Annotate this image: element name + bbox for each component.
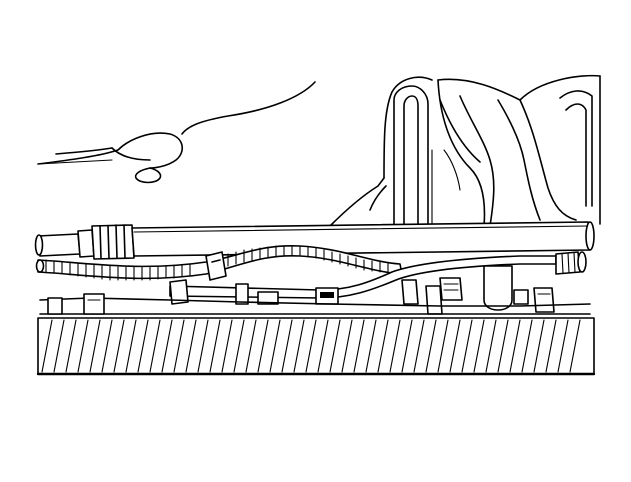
radiator-fin — [533, 319, 545, 373]
intake-duct-structure — [329, 74, 601, 227]
radiator-fin — [281, 319, 293, 373]
radiator-fin — [221, 319, 233, 373]
radiator-fin — [209, 319, 221, 373]
radiator-fin — [341, 319, 353, 373]
radiator-core — [36, 317, 596, 376]
radiator-fin — [449, 319, 461, 373]
radiator-fin — [365, 319, 377, 373]
radiator-fin — [437, 319, 449, 373]
radiator-fin — [461, 319, 473, 373]
radiator-fin — [413, 319, 425, 373]
radiator-fin — [317, 319, 329, 373]
radiator-fin — [329, 319, 341, 373]
radiator-fin — [473, 319, 485, 373]
radiator-fin — [545, 319, 557, 373]
upper-fuel-hose — [34, 221, 595, 260]
radiator-fin — [77, 319, 89, 373]
radiator-fin — [173, 319, 185, 373]
radiator-fin — [509, 319, 521, 373]
radiator-fin — [401, 319, 413, 373]
radiator-fin — [53, 319, 65, 373]
radiator-fin — [113, 319, 125, 373]
radiator-fin — [161, 319, 173, 373]
radiator-fin — [521, 319, 533, 373]
radiator-fin — [257, 319, 269, 373]
coolant-cap-assembly — [37, 132, 183, 184]
radiator-fin — [149, 319, 161, 373]
radiator-fin — [101, 319, 113, 373]
radiator-fin — [197, 319, 209, 373]
radiator-fin — [65, 319, 77, 373]
radiator-fin — [305, 319, 317, 373]
radiator-fin — [245, 319, 257, 373]
radiator-fin — [557, 319, 569, 373]
radiator-fin — [233, 319, 245, 373]
radiator-fin — [485, 319, 497, 373]
radiator-fin — [41, 319, 53, 373]
radiator-top-tank — [39, 293, 591, 315]
radiator-fin — [185, 319, 197, 373]
radiator-fin — [497, 319, 509, 373]
radiator-fin — [569, 319, 581, 373]
radiator-fin — [89, 319, 101, 373]
radiator-fin — [269, 319, 281, 373]
radiator-fin — [377, 319, 389, 373]
radiator-fin — [137, 319, 149, 373]
body-panel-outline — [181, 81, 316, 135]
radiator-fin — [425, 319, 437, 373]
radiator-fin — [125, 319, 137, 373]
support-bracket — [483, 265, 555, 313]
radiator-fin — [353, 319, 365, 373]
line-clamps — [169, 277, 463, 315]
radiator-fin — [389, 319, 401, 373]
radiator-fin — [293, 319, 305, 373]
